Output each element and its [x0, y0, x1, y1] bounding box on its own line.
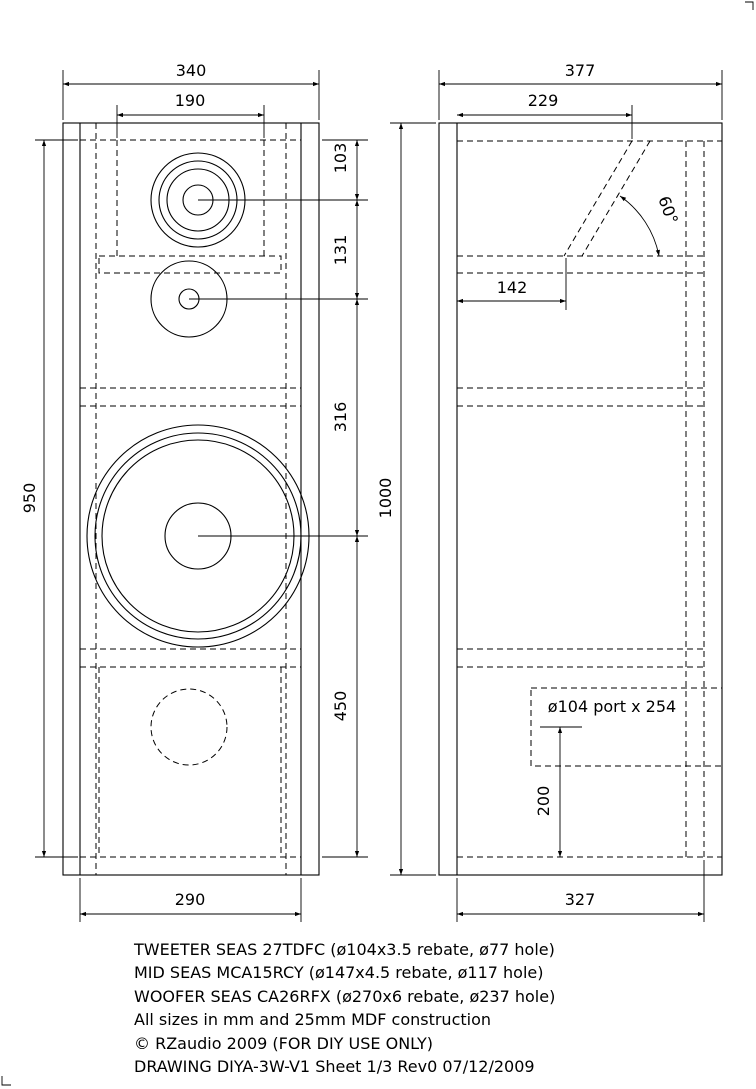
dim-label-142: 142: [497, 278, 528, 297]
dim-label-229: 229: [528, 91, 559, 110]
angled-panel: [563, 140, 651, 257]
note-mid: MID SEAS MCA15RCY (ø147x4.5 rebate, ø117…: [134, 963, 544, 983]
dim-label-103: 103: [331, 143, 350, 174]
dim-label-377: 377: [565, 61, 596, 80]
dim-label-950: 950: [20, 483, 39, 514]
dimension-327: 327: [456, 860, 705, 922]
dimension-377: 377: [438, 61, 723, 120]
dimension-1000: 1000: [376, 122, 436, 876]
dim-label-131: 131: [331, 235, 350, 266]
dimension-950: 950: [20, 139, 78, 858]
note-copyright: © RZaudio 2009 (FOR DIY USE ONLY): [134, 1033, 433, 1053]
side-view: 60° ø104 port x 254 377 229 142 327: [376, 61, 723, 922]
dim-label-327: 327: [565, 890, 596, 909]
dim-label-1000: 1000: [376, 478, 395, 519]
dim-label-340: 340: [176, 61, 207, 80]
drawing-notes: TWEETER SEAS 27TDFC (ø104x3.5 rebate, ø7…: [134, 938, 734, 1078]
port-hole: [150, 688, 228, 766]
dim-label-190: 190: [175, 91, 206, 110]
note-tweeter: TWEETER SEAS 27TDFC (ø104x3.5 rebate, ø7…: [134, 940, 555, 959]
dim-label-200: 200: [534, 786, 553, 817]
dimension-chain-front: 103 131 316 450: [322, 139, 368, 858]
dimension-340: 340: [62, 61, 320, 120]
dim-label-290: 290: [175, 890, 206, 909]
note-drawing-id: DRAWING DIYA-3W-V1 Sheet 1/3 Rev0 07/12/…: [134, 1057, 535, 1077]
port-tube: [530, 687, 723, 767]
dim-label-316: 316: [331, 402, 350, 433]
dimension-229: 229: [457, 91, 633, 139]
side-outline: [438, 122, 723, 876]
note-woofer: WOOFER SEAS CA26RFX (ø270x6 rebate, ø237…: [134, 986, 556, 1006]
angle-marker: 60°: [619, 194, 682, 257]
dimension-142: 142: [457, 258, 567, 310]
dimension-290: 290: [79, 878, 302, 922]
angle-label: 60°: [654, 194, 682, 227]
front-view: 340 190 290 950: [20, 61, 368, 922]
dimension-190: 190: [116, 91, 265, 138]
dim-label-450: 450: [331, 691, 350, 722]
note-construction: All sizes in mm and 25mm MDF constructio…: [134, 1010, 492, 1030]
dimension-200: 200: [534, 726, 582, 857]
front-outline: [62, 122, 320, 876]
port-label: ø104 port x 254: [548, 697, 676, 716]
